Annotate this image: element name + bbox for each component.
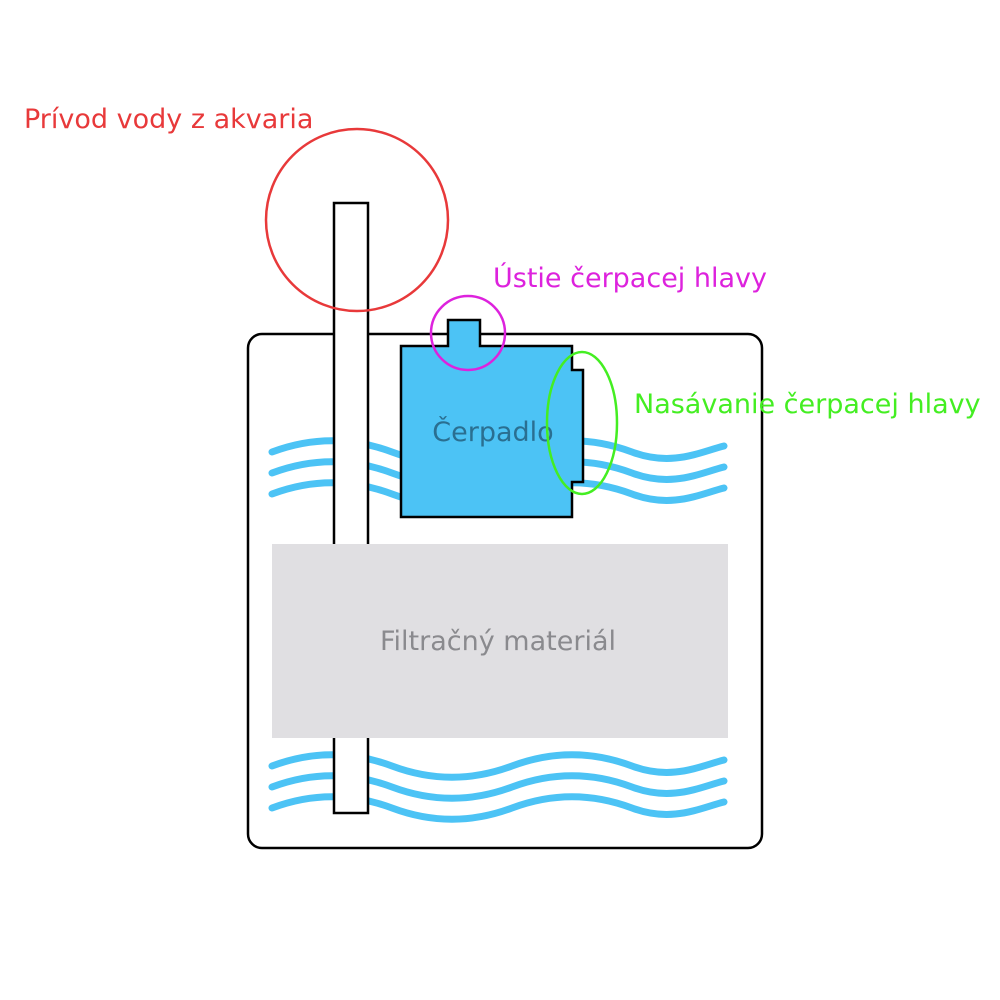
inlet-highlight-circle (264, 127, 450, 313)
inlet-label: Prívod vody z akvaria (24, 104, 313, 135)
suction-label: Nasávanie čerpacej hlavy (634, 389, 981, 420)
suction-highlight-ellipse (545, 350, 619, 496)
pump-label: Čerpadlo (432, 416, 553, 448)
filter-material-label: Filtračný materiál (380, 626, 616, 657)
pump-body (399, 318, 585, 519)
outlet-label: Ústie čerpacej hlavy (493, 262, 767, 294)
outlet-highlight-circle (429, 294, 507, 372)
filter-material-block (272, 544, 728, 738)
